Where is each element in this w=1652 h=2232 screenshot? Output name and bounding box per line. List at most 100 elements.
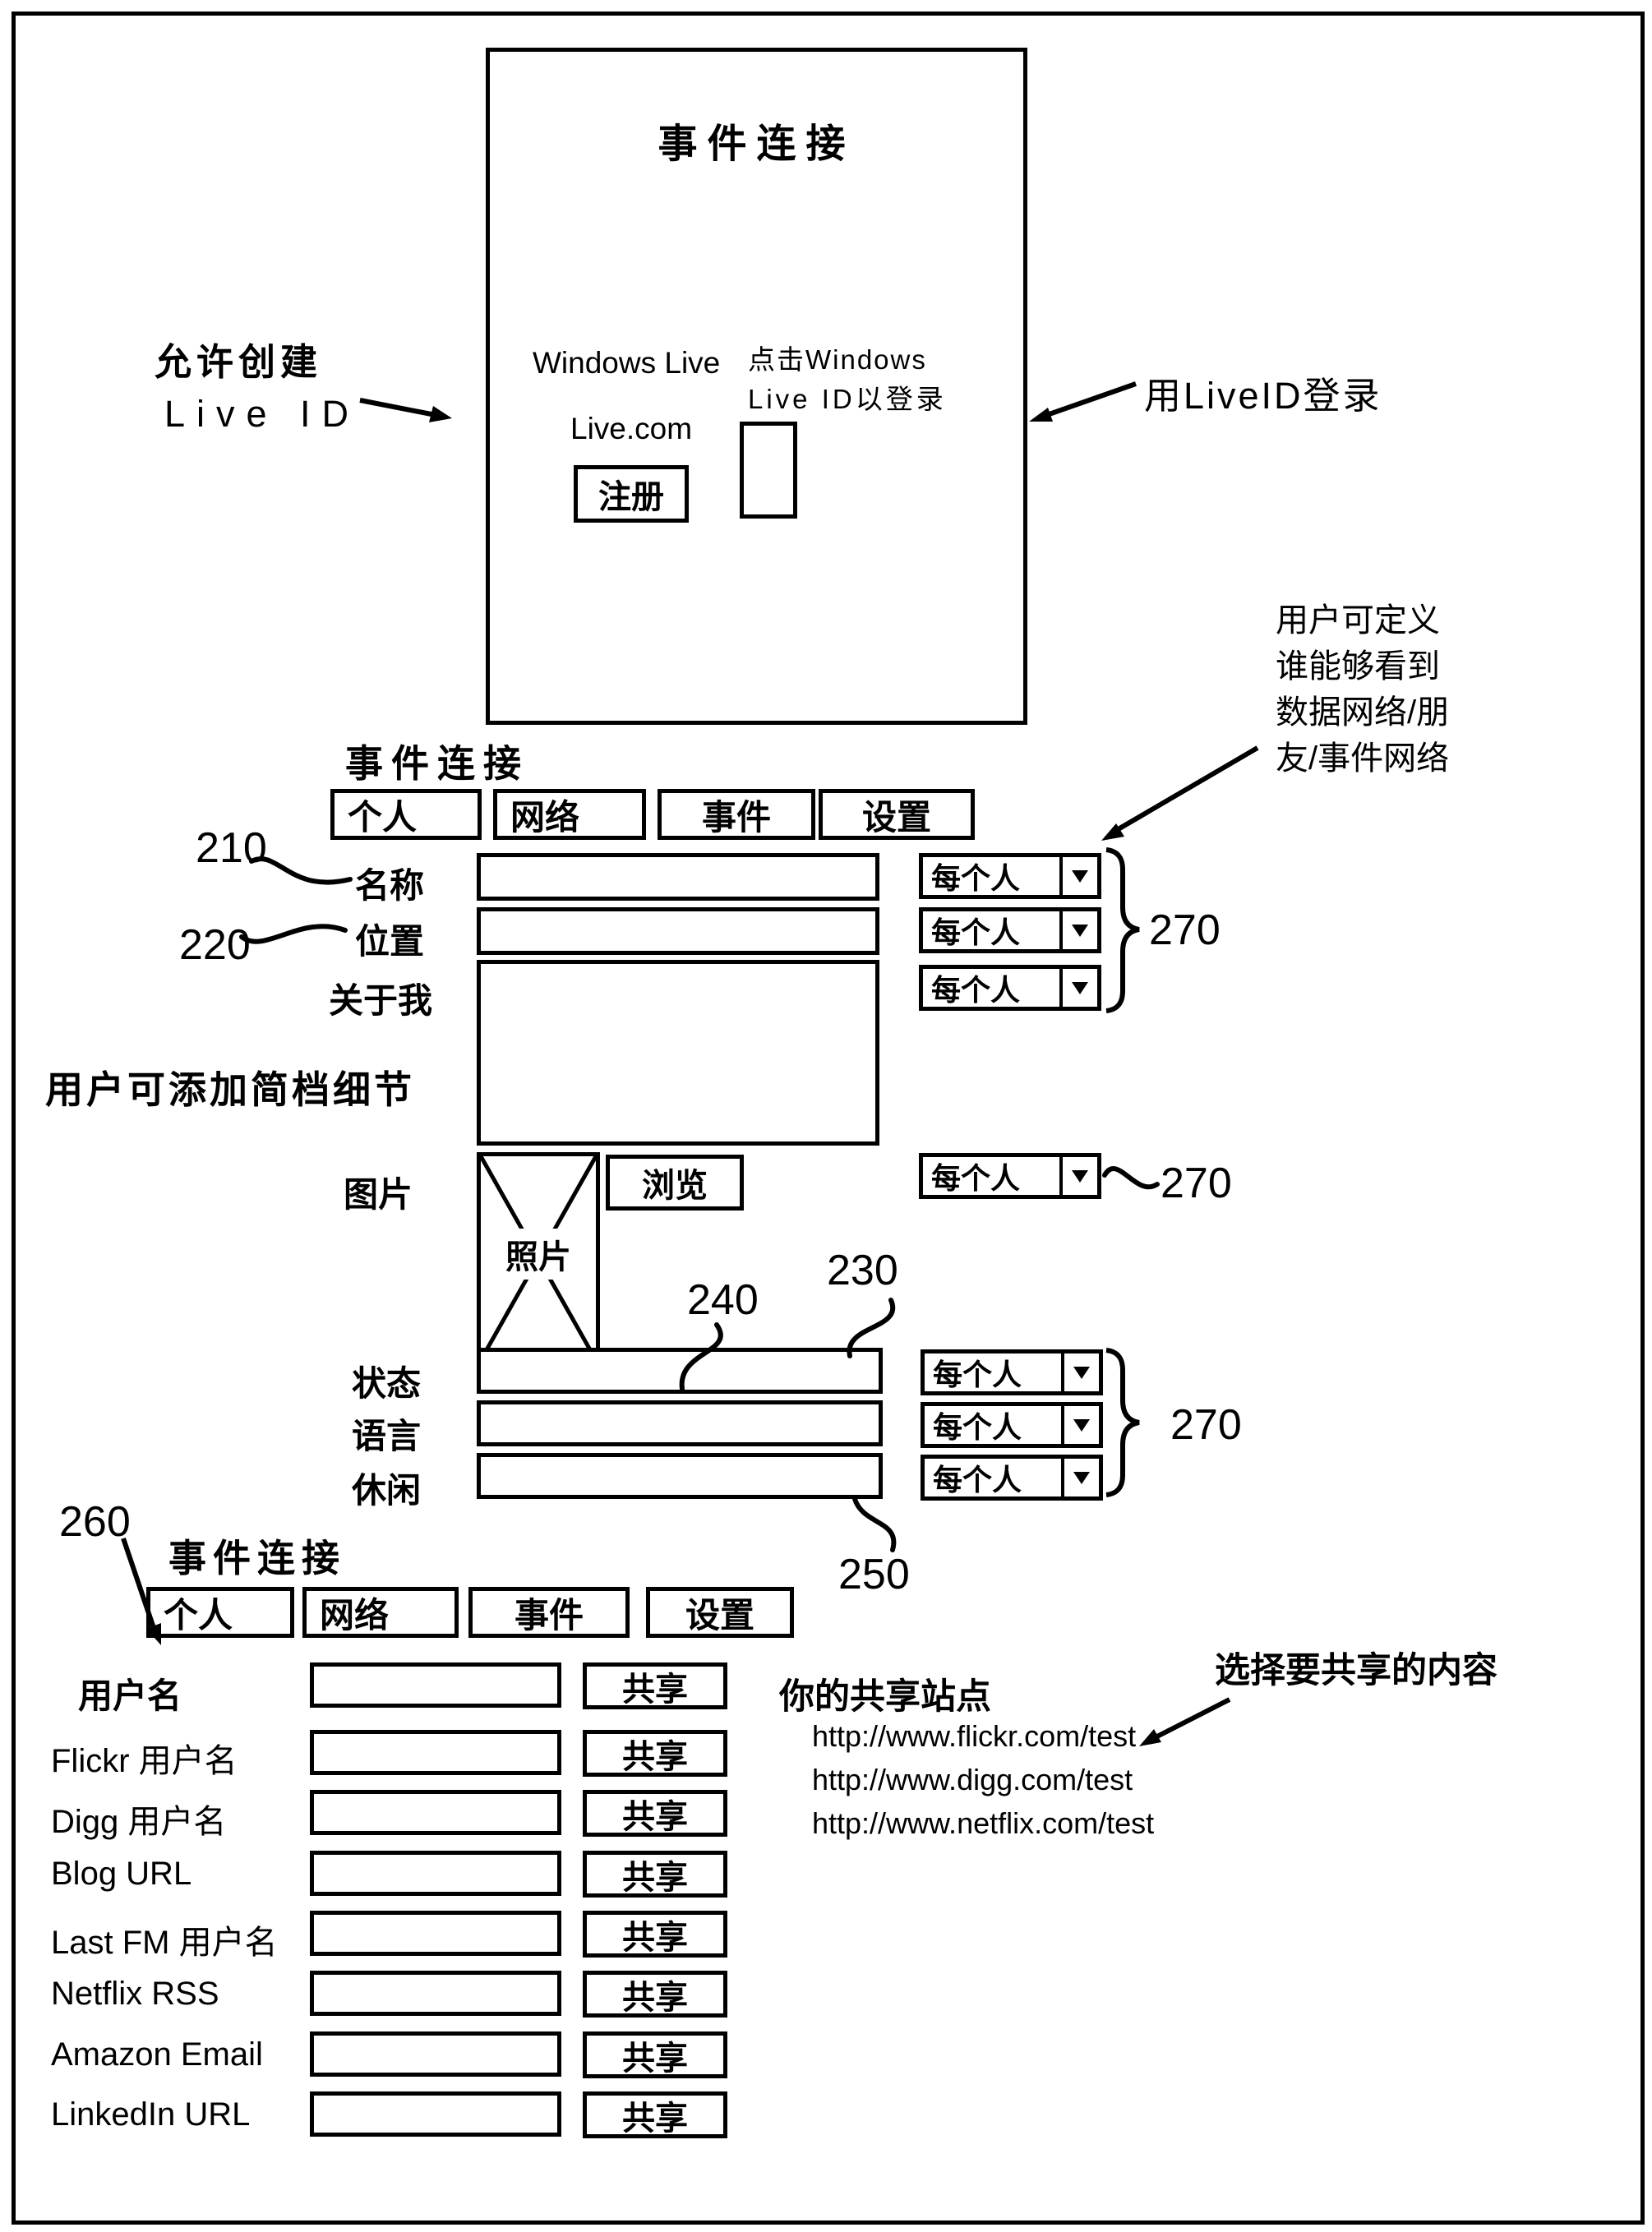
ref-270-bottom: 270 xyxy=(1170,1401,1242,1449)
status-label: 状态 xyxy=(352,1364,422,1403)
flickr-input[interactable] xyxy=(310,1730,561,1775)
windows-live-brand: Windows Live xyxy=(533,346,721,380)
amazon-input[interactable] xyxy=(310,2031,561,2077)
browse-button[interactable]: 浏览 xyxy=(606,1155,744,1211)
profile-section-title: 事件连接 xyxy=(345,742,529,785)
tab-settings-2[interactable]: 设置 xyxy=(646,1587,794,1638)
visibility-note-line1: 用户可定义 xyxy=(1276,602,1440,639)
signin-hint-line1: 点击Windows xyxy=(748,344,927,375)
photo-placeholder-box: 照片 xyxy=(477,1152,600,1364)
about-me-label: 关于我 xyxy=(329,981,433,1020)
signin-hint-line2: Live ID以登录 xyxy=(748,384,947,414)
linkedin-label: LinkedIn URL xyxy=(51,2096,251,2133)
lastfm-input[interactable] xyxy=(310,1911,561,1956)
chevron-down-icon[interactable] xyxy=(1059,857,1097,895)
shared-site-url-digg: http://www.digg.com/test xyxy=(812,1763,1133,1796)
ref-240: 240 xyxy=(687,1276,759,1324)
photo-placeholder-text: 照片 xyxy=(502,1229,575,1280)
chevron-down-icon[interactable] xyxy=(1061,1459,1099,1496)
ref-270-top: 270 xyxy=(1149,906,1221,954)
ref-270-picture: 270 xyxy=(1161,1160,1232,1207)
ref-260: 260 xyxy=(59,1498,131,1546)
share-button-flickr[interactable]: 共享 xyxy=(583,1730,727,1777)
location-input[interactable] xyxy=(477,907,879,955)
shared-sites-title: 你的共享站点 xyxy=(779,1677,991,1717)
picture-visibility-dropdown[interactable]: 每个人 xyxy=(919,1153,1101,1199)
leisure-label: 休闲 xyxy=(352,1471,422,1510)
ref-250: 250 xyxy=(838,1551,910,1598)
chevron-down-icon[interactable] xyxy=(1059,969,1097,1007)
username-input[interactable] xyxy=(310,1662,561,1708)
location-label: 位置 xyxy=(355,922,425,961)
tab-personal-2[interactable]: 个人 xyxy=(146,1587,294,1638)
digg-label: Digg 用户名 xyxy=(51,1804,227,1840)
share-button-blog[interactable]: 共享 xyxy=(583,1851,727,1898)
tab-events[interactable]: 事件 xyxy=(658,789,815,840)
share-button-linkedin[interactable]: 共享 xyxy=(583,2091,727,2138)
netflix-label: Netflix RSS xyxy=(51,1976,219,2012)
figure-border xyxy=(12,12,1645,2225)
status-input[interactable] xyxy=(477,1348,883,1394)
flickr-label: Flickr 用户名 xyxy=(51,1743,238,1779)
register-button[interactable]: 注册 xyxy=(574,465,689,523)
blog-url-label: Blog URL xyxy=(51,1856,192,1892)
language-visibility-dropdown[interactable]: 每个人 xyxy=(921,1402,1103,1448)
login-window: 事件连接 Windows Live Live.com 注册 点击Windows … xyxy=(486,48,1027,725)
tab-settings[interactable]: 设置 xyxy=(819,789,975,840)
select-share-note: 选择要共享的内容 xyxy=(1215,1651,1497,1690)
name-label: 名称 xyxy=(355,866,425,905)
blog-url-input[interactable] xyxy=(310,1851,561,1896)
chevron-down-icon[interactable] xyxy=(1059,1157,1097,1195)
tab-events-2[interactable]: 事件 xyxy=(468,1587,630,1638)
about-visibility-value: 每个人 xyxy=(931,973,1021,1007)
leisure-visibility-dropdown[interactable]: 每个人 xyxy=(921,1455,1103,1501)
picture-visibility-value: 每个人 xyxy=(931,1161,1021,1195)
chevron-down-icon[interactable] xyxy=(1061,1353,1099,1391)
share-button-netflix[interactable]: 共享 xyxy=(583,1971,727,2018)
chevron-down-icon[interactable] xyxy=(1061,1406,1099,1444)
about-me-textarea[interactable] xyxy=(477,960,879,1146)
share-button-username[interactable]: 共享 xyxy=(583,1662,727,1709)
language-label: 语言 xyxy=(352,1417,422,1455)
status-visibility-dropdown[interactable]: 每个人 xyxy=(921,1349,1103,1395)
tab-network-2[interactable]: 网络 xyxy=(302,1587,459,1638)
location-visibility-dropdown[interactable]: 每个人 xyxy=(919,907,1101,953)
name-input[interactable] xyxy=(477,853,879,901)
amazon-label: Amazon Email xyxy=(51,2036,263,2073)
sharing-section-title: 事件连接 xyxy=(168,1537,346,1579)
name-visibility-dropdown[interactable]: 每个人 xyxy=(919,853,1101,899)
allow-create-note-line2: Live ID xyxy=(164,393,361,435)
leisure-visibility-value: 每个人 xyxy=(933,1463,1022,1496)
about-visibility-dropdown[interactable]: 每个人 xyxy=(919,965,1101,1011)
live-com-brand: Live.com xyxy=(570,412,693,445)
ref-220: 220 xyxy=(179,921,251,969)
tab-personal[interactable]: 个人 xyxy=(330,789,482,840)
language-visibility-value: 每个人 xyxy=(933,1410,1022,1444)
profile-detail-note: 用户可添加简档细节 xyxy=(45,1068,415,1111)
share-button-amazon[interactable]: 共享 xyxy=(583,2031,727,2078)
name-visibility-value: 每个人 xyxy=(931,861,1021,895)
netflix-input[interactable] xyxy=(310,1971,561,2016)
visibility-note-line2: 谁能够看到 xyxy=(1276,648,1440,685)
login-window-title: 事件连接 xyxy=(658,122,856,166)
language-input[interactable] xyxy=(477,1400,883,1446)
chevron-down-icon[interactable] xyxy=(1059,911,1097,949)
liveid-signin-box[interactable] xyxy=(740,422,797,519)
visibility-note-line4: 友/事件网络 xyxy=(1276,740,1450,777)
ref-230: 230 xyxy=(827,1247,898,1294)
picture-label: 图片 xyxy=(344,1175,413,1214)
tab-network[interactable]: 网络 xyxy=(493,789,646,840)
username-label: 用户名 xyxy=(78,1676,182,1715)
share-button-lastfm[interactable]: 共享 xyxy=(583,1911,727,1958)
digg-input[interactable] xyxy=(310,1790,561,1835)
lastfm-label: Last FM 用户名 xyxy=(51,1925,278,1961)
share-button-digg[interactable]: 共享 xyxy=(583,1790,727,1837)
allow-create-note-line1: 允许创建 xyxy=(155,341,323,383)
shared-site-url-netflix: http://www.netflix.com/test xyxy=(812,1806,1155,1840)
shared-site-url-flickr: http://www.flickr.com/test xyxy=(812,1719,1137,1753)
linkedin-input[interactable] xyxy=(310,2091,561,2137)
ref-210: 210 xyxy=(196,824,267,872)
leisure-input[interactable] xyxy=(477,1453,883,1499)
login-with-liveid-note: 用LiveID登录 xyxy=(1144,375,1382,417)
